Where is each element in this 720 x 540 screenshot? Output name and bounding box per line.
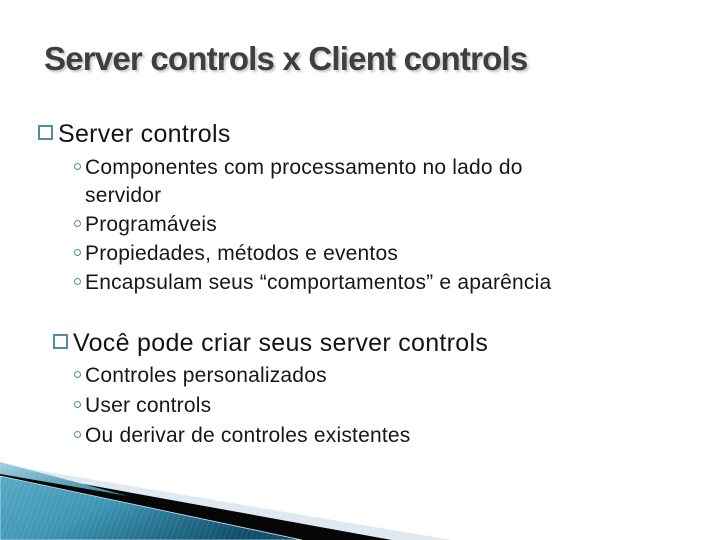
list-item: User controls [36, 392, 488, 420]
list-item: Encapsulam seus “comportamentos” e aparê… [36, 269, 601, 297]
list-item: Controles personalizados [36, 362, 488, 390]
deco-teal-wedge-stripes [0, 476, 302, 540]
square-bullet-icon [53, 334, 68, 349]
section-server-controls: Server controls Componentes com processa… [36, 119, 601, 298]
circle-bullet-icon [74, 431, 81, 438]
list-item-text: Propiedades, métodos e eventos [85, 242, 399, 265]
list-item-text: Programáveis [85, 213, 217, 236]
list-item-text: User controls [85, 394, 212, 417]
bullet-list: Controles personalizados User controls O… [36, 362, 488, 450]
circle-bullet-icon [74, 220, 81, 227]
slide-title: Server controls x Client controls [44, 40, 528, 77]
circle-bullet-icon [74, 371, 81, 378]
circle-bullet-icon [74, 163, 81, 170]
list-item: Programáveis [36, 211, 601, 239]
circle-bullet-icon [74, 249, 81, 256]
footer-decoration [0, 462, 452, 540]
list-item: Propiedades, métodos e eventos [36, 240, 601, 268]
section-heading-row: Server controls [36, 119, 601, 149]
list-item: Componentes com processamento no lado do… [36, 154, 601, 210]
section-create-server-controls: Você pode criar seus server controls Con… [36, 328, 488, 452]
circle-bullet-icon [74, 278, 81, 285]
list-item: Ou derivar de controles existentes [36, 422, 488, 450]
section-heading: Server controls [58, 120, 231, 148]
list-item-text: Ou derivar de controles existentes [85, 424, 411, 447]
bullet-list: Componentes com processamento no lado do… [36, 154, 601, 297]
section-heading-row: Você pode criar seus server controls [51, 328, 488, 358]
list-item-text: Controles personalizados [85, 364, 327, 387]
square-bullet-icon [38, 125, 53, 140]
list-item-text: Componentes com processamento no lado do… [85, 156, 523, 207]
list-item-text: Encapsulam seus “comportamentos” e aparê… [85, 271, 552, 294]
deco-teal-sliver-stripes [0, 462, 128, 496]
circle-bullet-icon [74, 401, 81, 408]
section-heading: Você pode criar seus server controls [73, 329, 489, 357]
